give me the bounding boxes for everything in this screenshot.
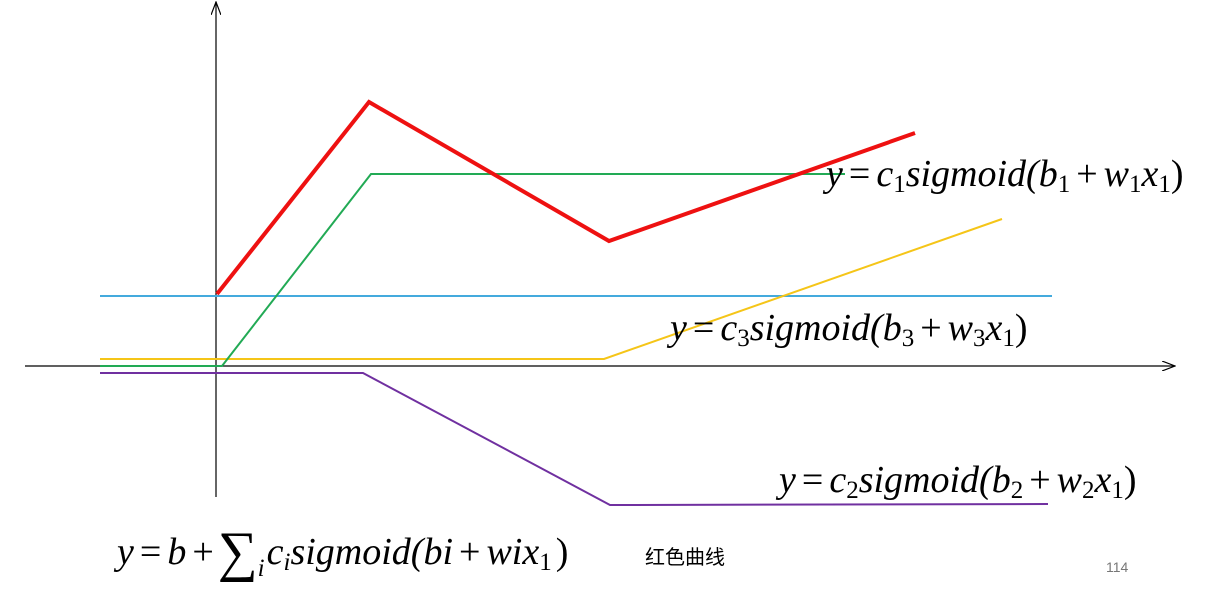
sum-equation: y=b+∑icisigmoid(bi+wix1) (113, 521, 568, 583)
equation-sigmoid-1: y=c1sigmoid(b1+w1x1) (822, 153, 1184, 198)
page-number: 114 (1106, 559, 1129, 575)
equation-sigmoid-2: y=c2sigmoid(b2+w2x1) (775, 459, 1137, 504)
equation-sigmoid-3: y=c3sigmoid(b3+w3x1) (666, 307, 1028, 352)
green-sigmoid-curve (100, 173, 845, 367)
red-sum-curve (215, 99, 916, 296)
yellow-sigmoid-curve (100, 218, 1003, 360)
purple-sigmoid-curve (100, 372, 1049, 507)
red-curve-label: 红色曲线 (645, 545, 725, 569)
